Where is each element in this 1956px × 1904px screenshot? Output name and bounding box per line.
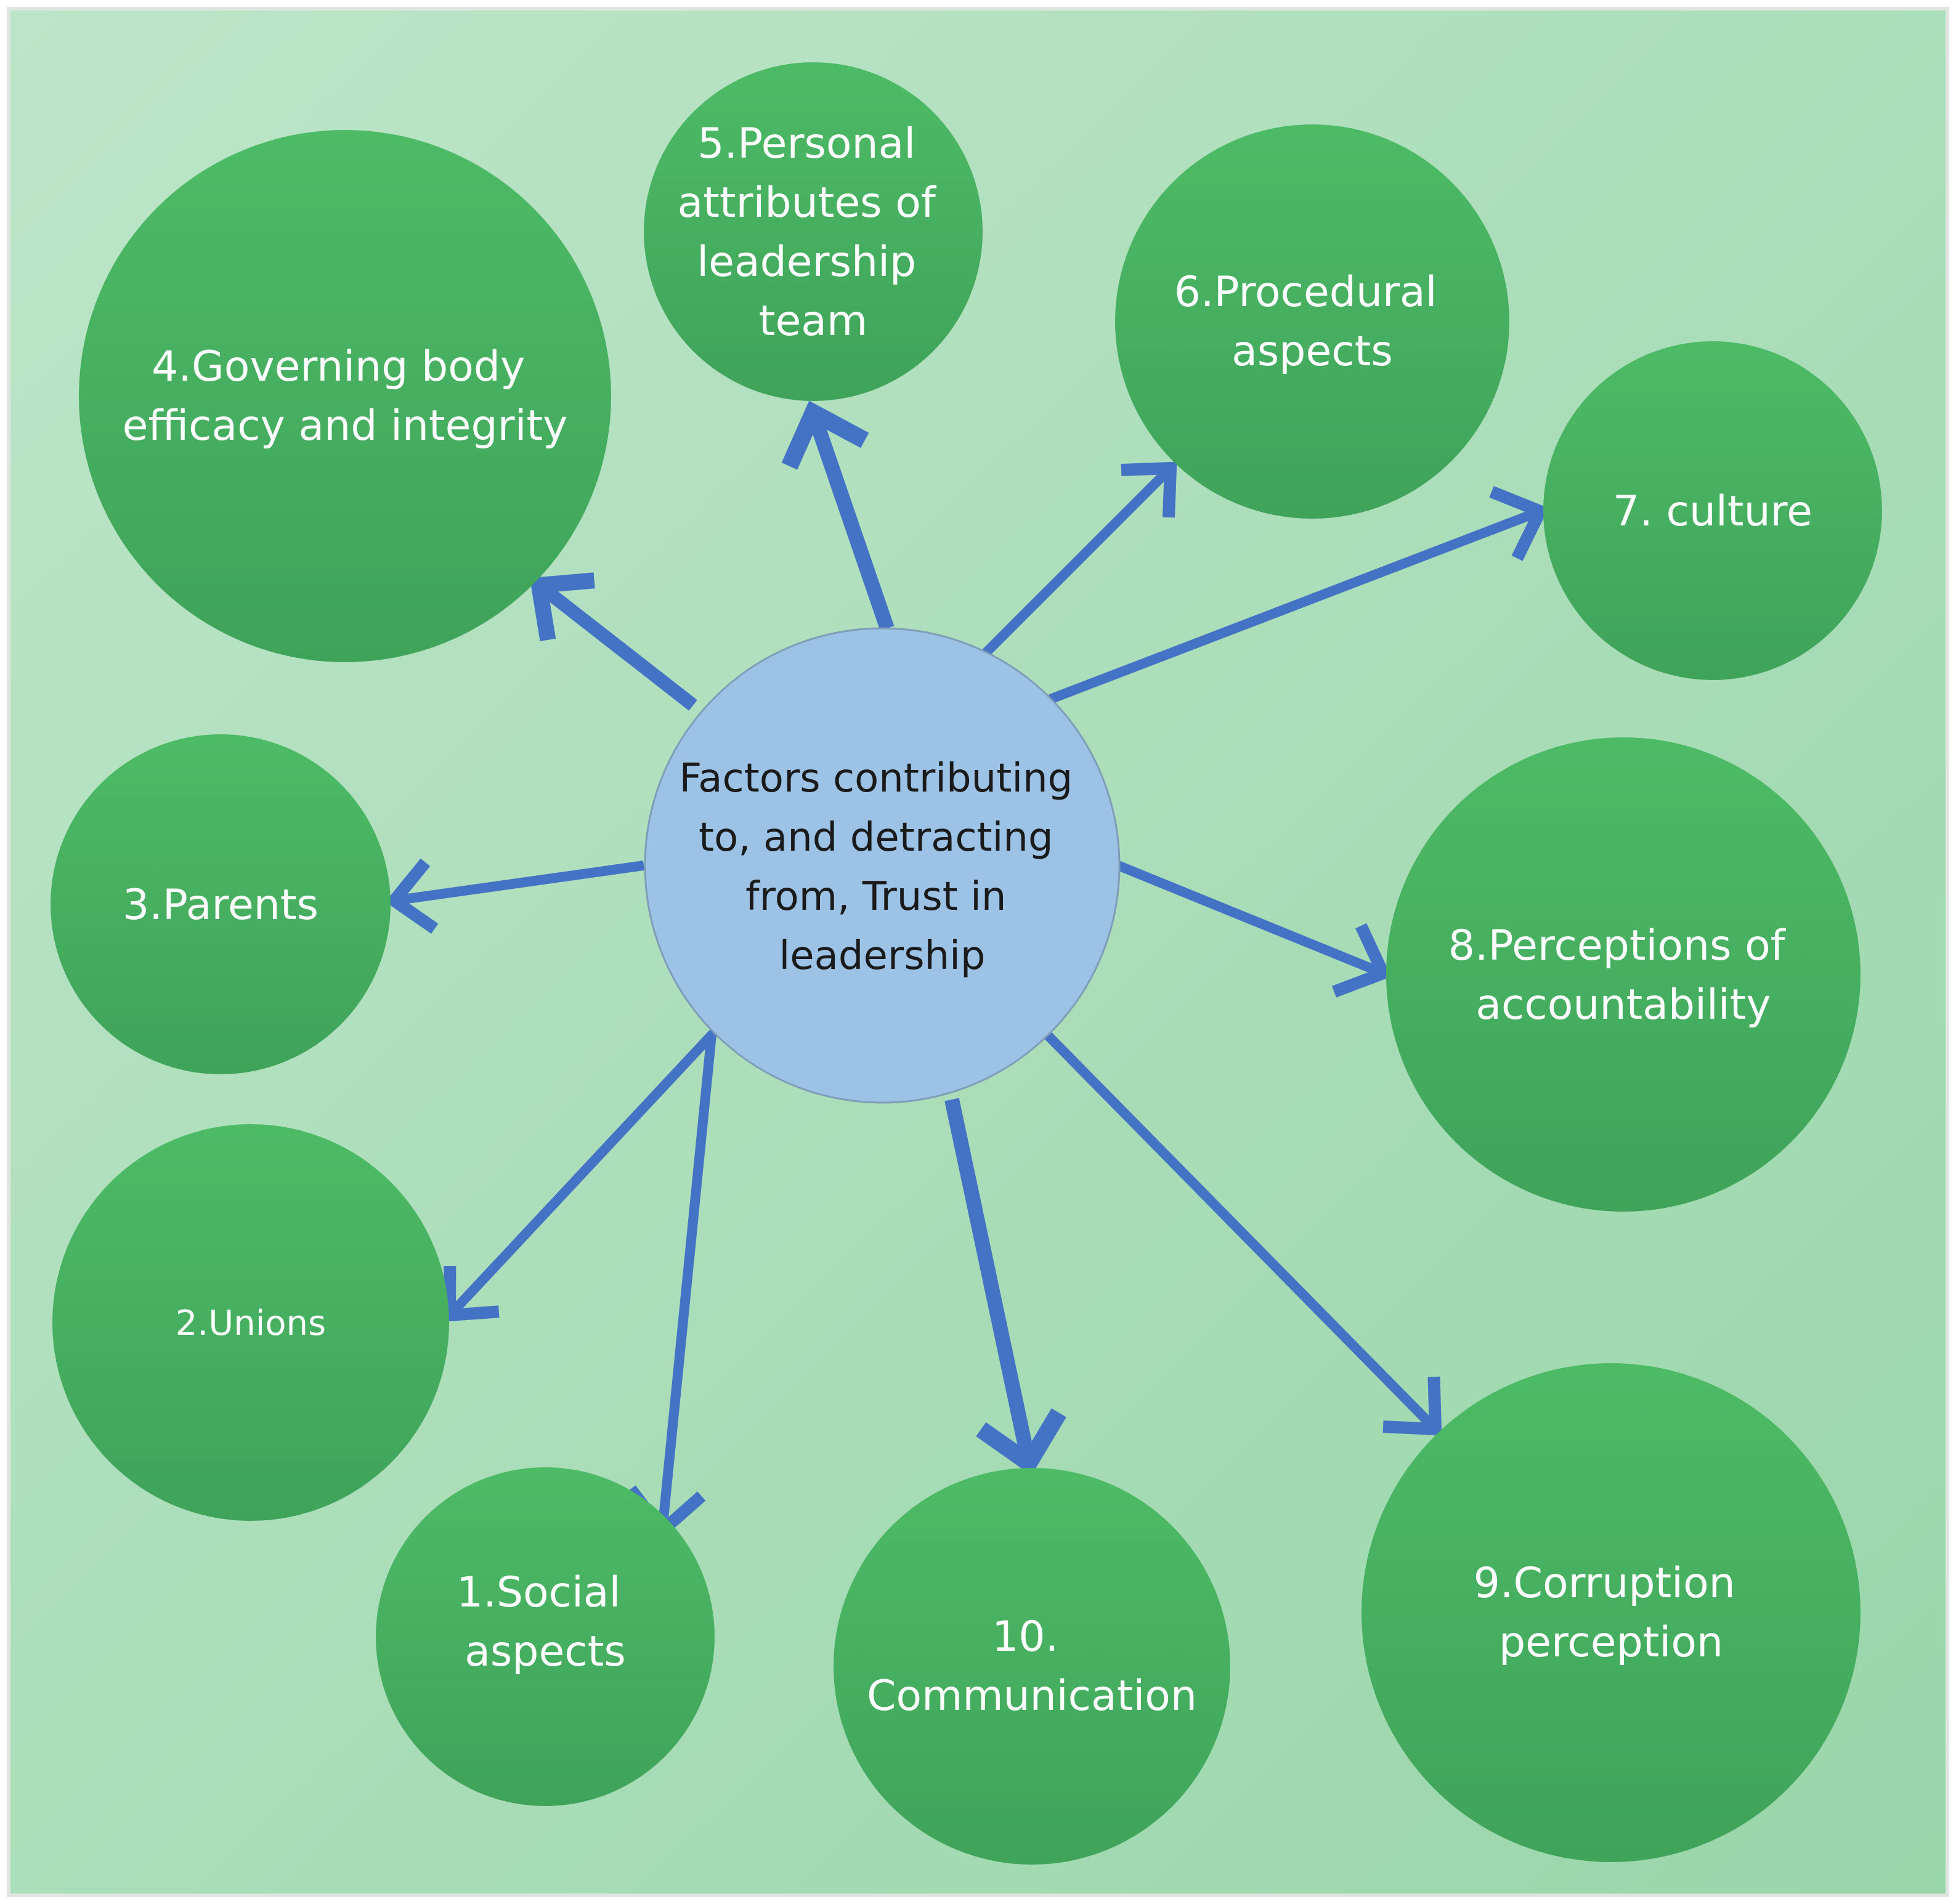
factor-circle <box>376 1467 715 1806</box>
factor-label-line: aspects <box>1232 327 1393 376</box>
factor-circle <box>1115 124 1509 519</box>
arrow <box>385 858 645 934</box>
arrow-head <box>781 400 869 470</box>
arrow-head <box>976 1408 1066 1476</box>
arrow-head <box>1489 486 1549 561</box>
arrow-shaft <box>1049 506 1542 704</box>
factor-label: 6.Procedural aspects <box>1174 268 1450 376</box>
factor-label-line: 9.Corruption <box>1474 1559 1735 1608</box>
factor-node-social-aspects: 1.Social aspects <box>376 1467 715 1806</box>
factor-label-line: perception <box>1499 1618 1723 1667</box>
center-label-line: to, and detracting <box>699 815 1053 861</box>
arrow-head <box>1121 461 1177 518</box>
factor-label-line: Communication <box>867 1672 1197 1720</box>
factor-circle <box>644 62 983 401</box>
arrow-shaft <box>657 1034 716 1531</box>
factor-node-parents: 3.Parents <box>51 734 391 1074</box>
arrow-head <box>1331 923 1392 998</box>
arrows <box>385 400 1549 1540</box>
center-circle <box>644 627 1121 1104</box>
factor-label: 10. Communication <box>867 1613 1197 1720</box>
factor-label-line: 7. culture <box>1613 487 1812 536</box>
factor-label-line: accountability <box>1475 981 1771 1029</box>
arrow-head <box>385 858 439 934</box>
factor-label: 2.Unions <box>176 1303 326 1343</box>
arrow-shaft <box>393 861 645 905</box>
factor-label: 9.Corruption perception <box>1474 1559 1749 1667</box>
arrow <box>982 461 1177 657</box>
factor-node-unions: 2.Unions <box>52 1124 449 1521</box>
factor-node-communication: 10. Communication <box>834 1468 1230 1865</box>
factor-node-governing-body: 4.Governing body efficacy and integrity <box>79 130 611 662</box>
factor-label-line: 8.Perceptions of <box>1448 922 1787 970</box>
arrow <box>1049 486 1549 704</box>
arrow <box>781 400 895 631</box>
factor-label: 8.Perceptions of accountability <box>1448 922 1799 1029</box>
factor-node-corruption-perception: 9.Corruption perception <box>1361 1363 1861 1862</box>
center-label-line: Factors contributing <box>679 756 1073 801</box>
arrow-shaft <box>1044 1031 1439 1433</box>
arrow <box>1116 861 1392 998</box>
arrow-shaft <box>446 1028 718 1319</box>
center-node: Factors contributing to, and detracting … <box>644 627 1121 1104</box>
factor-circle <box>79 130 611 662</box>
center-label: Factors contributing to, and detracting … <box>679 756 1085 979</box>
factor-circle <box>52 1124 449 1521</box>
factor-label-line: efficacy and integrity <box>123 402 568 450</box>
factor-label: 1.Social aspects <box>457 1568 634 1676</box>
factor-label-line: 10. <box>992 1613 1058 1661</box>
factor-circle <box>834 1468 1230 1865</box>
factor-label-line: 2.Unions <box>176 1303 326 1343</box>
factor-label-line: aspects <box>465 1627 626 1676</box>
factor-node-procedural-aspects: 6.Procedural aspects <box>1115 124 1509 519</box>
arrow <box>443 1028 718 1322</box>
factor-label-line: 5.Personal <box>697 120 915 168</box>
arrow-head <box>443 1265 500 1322</box>
factor-circle <box>1543 341 1882 680</box>
factor-circle <box>1361 1363 1861 1862</box>
factor-node-culture: 7. culture <box>1543 341 1882 680</box>
arrow-shaft <box>1116 861 1386 978</box>
arrow <box>529 572 697 711</box>
factor-label-line: attributes of <box>678 179 937 227</box>
arrow <box>944 1098 1066 1476</box>
factor-node-personal-attributes: 5.Personal attributes of leadership team <box>644 62 983 401</box>
factor-label: 4.Governing body efficacy and integrity <box>123 342 568 450</box>
arrow <box>1044 1031 1442 1436</box>
center-label-line: leadership <box>779 933 986 979</box>
arrow-head <box>1382 1376 1442 1436</box>
factor-label: 7. culture <box>1613 487 1812 536</box>
factor-label-line: 1.Social <box>457 1568 621 1617</box>
factor-label: 3.Parents <box>123 881 319 930</box>
arrow-shaft <box>806 410 895 631</box>
factor-circle <box>1386 737 1861 1212</box>
arrow-shaft <box>535 580 697 711</box>
factor-label-line: leadership <box>697 238 916 286</box>
factor-label: 5.Personal attributes of leadership team <box>678 120 949 346</box>
arrow-shaft <box>982 464 1174 657</box>
factor-label-line: 6.Procedural <box>1174 268 1437 317</box>
factor-label-line: 3.Parents <box>123 881 319 930</box>
factor-label-line: team <box>759 297 867 346</box>
factor-label-line: 4.Governing body <box>152 342 525 391</box>
factor-node-perceptions-accountability: 8.Perceptions of accountability <box>1386 737 1861 1212</box>
factor-circle <box>51 734 391 1074</box>
arrow-head <box>529 572 595 641</box>
arrow-shaft <box>944 1098 1036 1465</box>
factor-nodes: 1.Social aspects 2.Unions 3.Parents 4.Go… <box>51 62 1882 1865</box>
center-label-line: from, Trust in <box>745 874 1006 920</box>
